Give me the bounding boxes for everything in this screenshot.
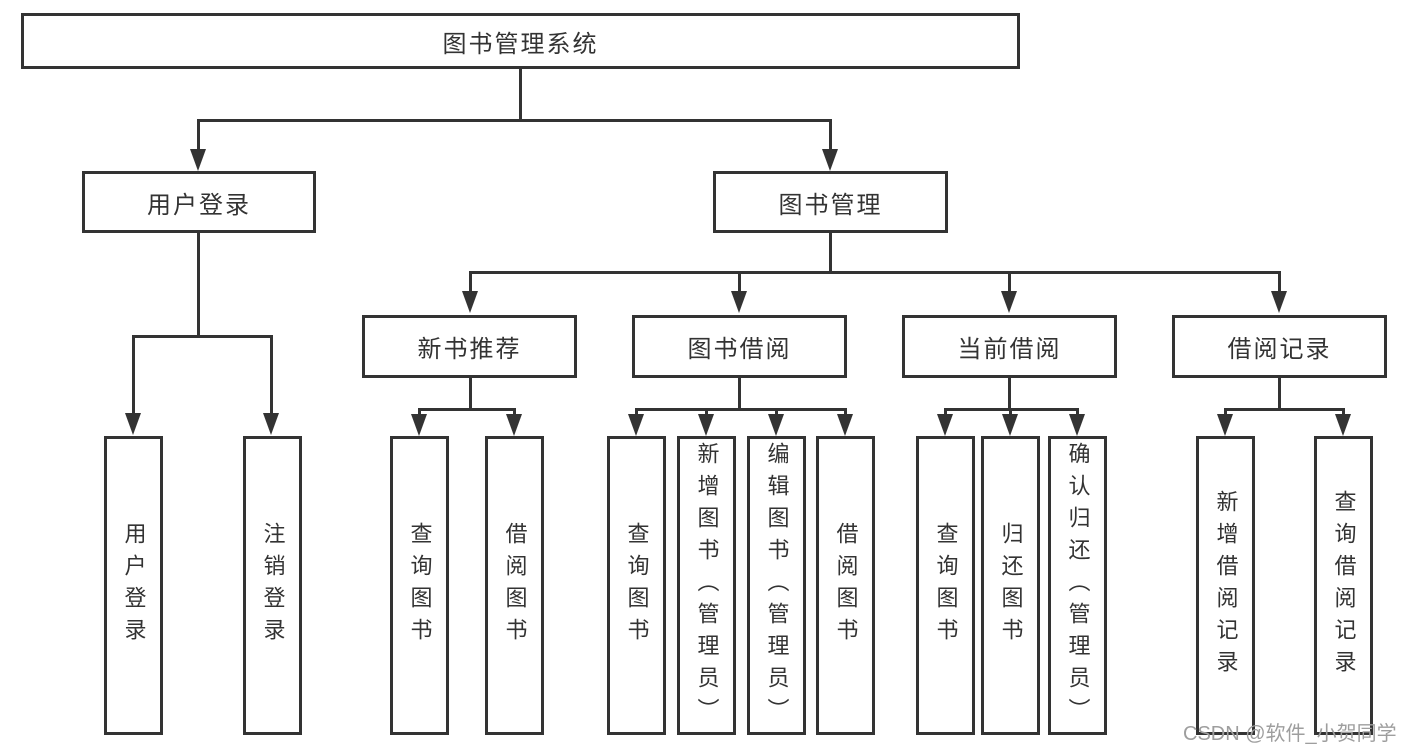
- connector-drop-leaf: [844, 408, 847, 417]
- connector-drop-leaf: [775, 408, 778, 417]
- connector-drop-book-management: [829, 119, 832, 151]
- leaf-label: 编辑图书（管理员）: [764, 441, 790, 730]
- connector-user-login-stem: [197, 233, 200, 337]
- leaf-query-books: 查询图书: [916, 436, 975, 735]
- arrow-down-icon: [263, 413, 279, 435]
- connector-drop-leaf: [944, 408, 947, 417]
- connector-drop-leaf: [418, 408, 421, 417]
- connector-drop-section: [1008, 271, 1011, 293]
- leaf-label: 新增借阅记录: [1213, 489, 1239, 682]
- connector-drop-leaf: [1224, 408, 1227, 417]
- leaf-label: 用户登录: [121, 521, 147, 650]
- connector-drop-leaf: [270, 335, 273, 413]
- node-new-book-recommend: 新书推荐: [362, 315, 577, 378]
- arrow-down-icon: [731, 291, 747, 313]
- leaf-return-books: 归还图书: [981, 436, 1040, 735]
- connector-leaf-bar: [418, 408, 516, 411]
- arrow-down-icon: [628, 414, 644, 436]
- node-root-label: 图书管理系统: [442, 30, 599, 58]
- node-book-borrow: 图书借阅: [632, 315, 847, 378]
- connector-drop-leaf: [635, 408, 638, 417]
- arrow-down-icon: [506, 414, 522, 436]
- leaf-logout: 注销登录: [243, 436, 302, 735]
- node-current-borrow-label: 当前借阅: [957, 336, 1062, 363]
- arrow-down-icon: [1002, 414, 1018, 436]
- node-new-book-recommend-label: 新书推荐: [417, 336, 522, 363]
- leaf-confirm-return-admin: 确认归还（管理员）: [1048, 436, 1107, 735]
- connector-drop-leaf: [705, 408, 708, 417]
- leaf-add-books-admin: 新增图书（管理员）: [677, 436, 736, 735]
- arrow-down-icon: [1271, 291, 1287, 313]
- arrow-down-icon: [822, 149, 838, 171]
- connector-level3-bar: [469, 271, 1281, 274]
- arrow-down-icon: [125, 413, 141, 435]
- connector-drop-section: [1278, 271, 1281, 293]
- leaf-label: 注销登录: [260, 521, 286, 650]
- connector-drop-leaf: [513, 408, 516, 417]
- leaf-borrow-books: 借阅图书: [485, 436, 544, 735]
- connector-section-stem: [738, 378, 741, 410]
- node-borrow-records: 借阅记录: [1172, 315, 1387, 378]
- leaf-query-borrow-record: 查询借阅记录: [1314, 436, 1373, 735]
- node-user-login: 用户登录: [82, 171, 316, 233]
- arrow-down-icon: [1217, 414, 1233, 436]
- leaf-edit-books-admin: 编辑图书（管理员）: [747, 436, 806, 735]
- leaf-query-books: 查询图书: [607, 436, 666, 735]
- leaf-label: 新增图书（管理员）: [694, 441, 720, 730]
- connector-leaf-bar: [635, 408, 847, 411]
- node-book-management: 图书管理: [713, 171, 948, 233]
- connector-drop-section: [469, 271, 472, 293]
- arrow-down-icon: [837, 414, 853, 436]
- connector-level2-bar: [197, 119, 832, 122]
- arrow-down-icon: [768, 414, 784, 436]
- arrow-down-icon: [190, 149, 206, 171]
- leaf-label: 确认归还（管理员）: [1065, 441, 1091, 730]
- connector-section-stem: [1008, 378, 1011, 410]
- leaf-label: 查询图书: [933, 521, 959, 650]
- leaf-label: 归还图书: [998, 521, 1024, 650]
- node-borrow-records-label: 借阅记录: [1227, 336, 1332, 363]
- node-book-borrow-label: 图书借阅: [687, 336, 792, 363]
- arrow-down-icon: [1001, 291, 1017, 313]
- connector-book-management-stem: [829, 233, 832, 273]
- csdn-watermark: CSDN @软件_小贺同学: [1183, 723, 1397, 745]
- node-book-management-label: 图书管理: [778, 191, 883, 219]
- connector-leaf-bar: [1224, 408, 1345, 411]
- connector-root-stem: [519, 69, 522, 121]
- connector-drop-leaf: [132, 335, 135, 413]
- leaf-label: 查询借阅记录: [1331, 489, 1357, 682]
- leaf-add-borrow-record: 新增借阅记录: [1196, 436, 1255, 735]
- leaf-query-books: 查询图书: [390, 436, 449, 735]
- arrow-down-icon: [411, 414, 427, 436]
- leaf-borrow-books: 借阅图书: [816, 436, 875, 735]
- node-current-borrow: 当前借阅: [902, 315, 1117, 378]
- arrow-down-icon: [698, 414, 714, 436]
- leaf-label: 借阅图书: [833, 521, 859, 650]
- leaf-label: 查询图书: [624, 521, 650, 650]
- leaf-label: 借阅图书: [502, 521, 528, 650]
- connector-section-stem: [469, 378, 472, 410]
- arrow-down-icon: [1069, 414, 1085, 436]
- node-user-login-label: 用户登录: [147, 191, 251, 219]
- connector-drop-leaf: [1076, 408, 1079, 417]
- connector-section-stem: [1278, 378, 1281, 410]
- connector-drop-leaf: [1342, 408, 1345, 417]
- arrow-down-icon: [462, 291, 478, 313]
- connector-user-login-bar: [132, 335, 273, 338]
- leaf-user-login: 用户登录: [104, 436, 163, 735]
- connector-drop-leaf: [1009, 408, 1012, 417]
- connector-drop-section: [738, 271, 741, 293]
- arrow-down-icon: [937, 414, 953, 436]
- connector-drop-user-login: [197, 119, 200, 151]
- leaf-label: 查询图书: [407, 521, 433, 650]
- node-root: 图书管理系统: [21, 13, 1020, 69]
- arrow-down-icon: [1335, 414, 1351, 436]
